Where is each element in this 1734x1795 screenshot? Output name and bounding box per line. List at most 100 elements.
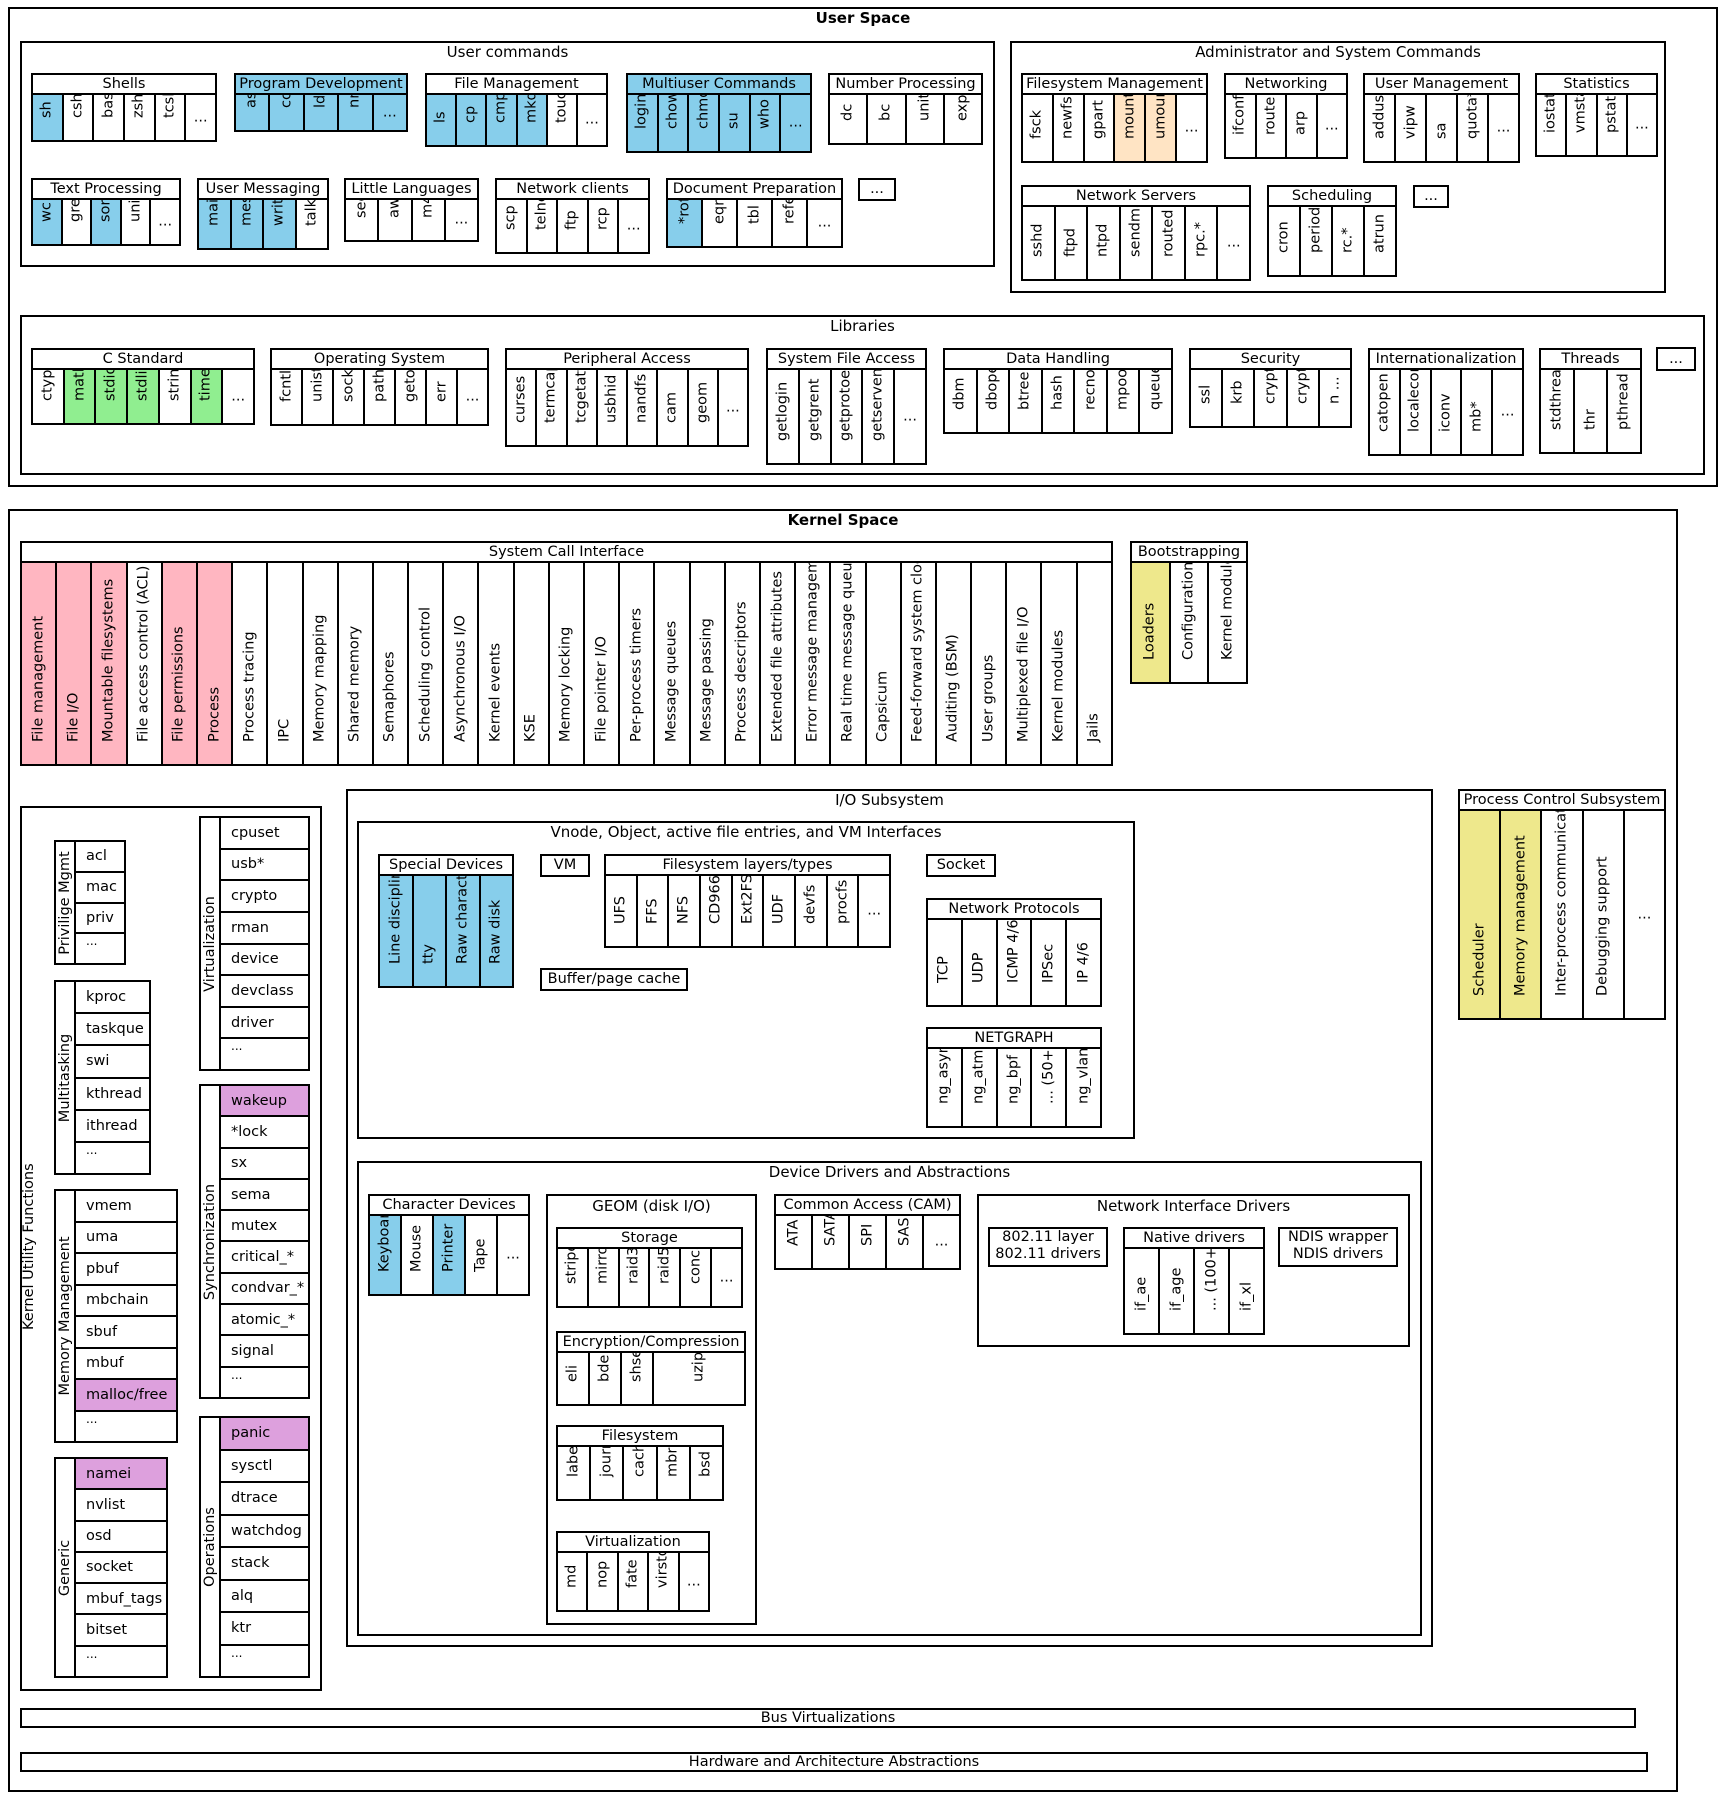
system-call-interface-item-multiplexed-file-i-o: Multiplexed file I/O: [1005, 563, 1040, 764]
process-control-subsystem-item-memory-management: Memory management: [1499, 811, 1541, 1018]
item-label: if_ae: [1133, 1276, 1149, 1311]
operating-system-item-unistd: unistd: [301, 370, 332, 424]
item-label: talk: [303, 200, 320, 226]
geom-virtualization-item-fate: fate: [616, 1553, 647, 1610]
bootstrapping-item-loaders: Loaders: [1132, 563, 1169, 682]
data-handling-item-queue: queue: [1138, 370, 1171, 432]
item-label: crypto: [1262, 370, 1278, 404]
scheduling-title: Scheduling: [1269, 187, 1395, 207]
network-servers-item-routed: routed: [1151, 207, 1184, 279]
synchronization-row-condvar: condvar_*: [221, 1271, 308, 1303]
multiuser-commands-item-login: login: [628, 95, 657, 151]
item-label: quota*: [1464, 95, 1480, 139]
shells-item-csh: csh: [61, 95, 93, 140]
filesystem-management-item-fsck: fsck: [1023, 95, 1052, 161]
item-label: getservent: [869, 370, 886, 441]
scheduling-item-atrun: atrun: [1363, 207, 1395, 275]
generic-row-osd: osd: [76, 1519, 166, 1551]
io-subsystem-title: I/O Subsystem: [835, 791, 944, 809]
item-label: Jails: [1085, 713, 1102, 742]
item-label: Line discipline: [387, 876, 404, 964]
operating-system-title: Operating System: [272, 350, 487, 370]
item-label: Memory locking: [557, 626, 574, 742]
libraries-frame: Libraries: [20, 315, 1705, 475]
system-call-interface-item-message-passing: Message passing: [688, 563, 724, 764]
geom-virtualization-item-md: md: [558, 1553, 586, 1610]
shells-item-tcsh: tcsh: [153, 95, 185, 140]
system-call-interface-item-file-management: File management: [22, 563, 56, 764]
item-label: awk: [386, 200, 403, 218]
item-label: Kernel modules: [1219, 563, 1236, 660]
generic-side: Generic: [56, 1459, 76, 1676]
network-clients-item-ftp: ftp: [556, 200, 587, 252]
system-call-interface-item-user-groups: User groups: [970, 563, 1005, 764]
memory-management-row-mbchain: mbchain: [76, 1283, 176, 1316]
vm-box: VM: [540, 854, 590, 877]
generic-row-mbuf-tags: mbuf_tags: [76, 1582, 166, 1613]
system-call-interface-item-process: Process: [195, 563, 232, 764]
item-label: termcap: [542, 370, 559, 423]
network-protocols-item-udp: UDP: [960, 920, 996, 1005]
c-standard-item-time: time: [189, 370, 222, 423]
item-label: eqn: [711, 200, 727, 224]
network-interface-drivers-frame: Network Interface Drivers: [977, 1194, 1410, 1347]
document-preparation-item-more: ...: [806, 200, 841, 246]
system-call-interface-item-ipc: IPC: [266, 563, 301, 764]
item-label: nandfs: [633, 373, 650, 423]
operating-system-item-more: ...: [456, 370, 487, 424]
user-space-frame: User Space: [8, 7, 1718, 487]
multitasking-row-kthread: kthread: [76, 1076, 149, 1109]
security-item-crypto: crypto: [1253, 370, 1285, 426]
item-label: bash: [100, 95, 117, 118]
user-management-item-more: ...: [1487, 95, 1518, 161]
little-languages-item-m4: m4: [410, 200, 444, 240]
item-label: geom: [694, 381, 711, 423]
network-protocols-item-tcp: TCP: [928, 920, 961, 1005]
item-label: ...: [686, 1573, 701, 1589]
item-label: adduser: [1371, 95, 1387, 139]
item-label: IPC: [276, 718, 293, 742]
peripheral-access-title: Peripheral Access: [507, 350, 747, 370]
user-messaging-title: User Messaging: [199, 180, 327, 200]
networking-item-route: route: [1254, 95, 1286, 157]
item-label: ...: [1637, 906, 1652, 922]
geom-frame: GEOM (disk I/O): [546, 1194, 757, 1625]
item-label: Message queues: [663, 620, 680, 742]
common-access-cam-title: Common Access (CAM): [776, 1196, 959, 1216]
system-call-interface-item-file-permissions: File permissions: [160, 563, 196, 764]
peripheral-access-item-termcap: termcap: [535, 370, 565, 445]
memory-management-side: Memory Management: [56, 1191, 76, 1441]
user-space-title: User Space: [815, 9, 911, 27]
threads-item-stdthreads: stdthreads: [1541, 370, 1573, 452]
common-access-cam-item-spi: SPI: [848, 1216, 885, 1268]
document-preparation-item-refer: refer: [771, 200, 806, 246]
system-call-interface-item-kse: KSE: [512, 563, 548, 764]
system-call-interface-item-asynchronous-i-o: Asynchronous I/O: [442, 563, 477, 764]
netgraph-item-ng-bpf: ng_bpf: [995, 1049, 1031, 1126]
system-call-interface-item-process-descriptors: Process descriptors: [723, 563, 759, 764]
internationalization-item-catopen: catopen: [1370, 370, 1399, 454]
filesystem-management-title: Filesystem Management: [1023, 75, 1206, 95]
item-label: pstat: [1603, 95, 1620, 133]
multitasking-row-more: ...: [76, 1140, 149, 1173]
item-label: ... (50+): [1040, 1049, 1057, 1104]
scheduling-item-cron: cron: [1269, 207, 1299, 275]
geom-virtualization-item-nop: nop: [586, 1553, 616, 1610]
system-call-interface-item-real-time-message-queues: Real time message queues: [829, 563, 864, 764]
program-development-item-ld: ld: [302, 95, 338, 130]
item-label: write: [270, 200, 287, 226]
